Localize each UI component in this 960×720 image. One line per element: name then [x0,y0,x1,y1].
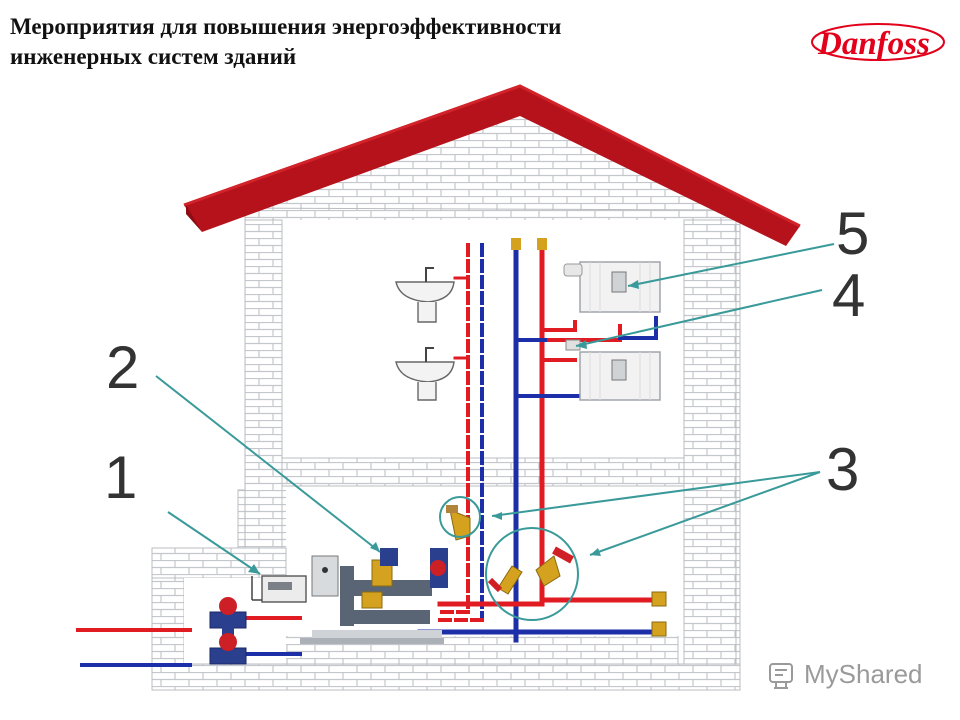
inlet-valve-group [209,597,247,665]
watermark: MyShared [766,654,923,694]
label-5: 5 [836,200,870,267]
page-title: Мероприятия для повышения энергоэффектив… [10,12,790,72]
radiator-icon [563,261,661,313]
roof [183,84,801,246]
callout-line-3b [589,471,821,556]
mouse-icon [769,663,793,689]
logo-text: Danfoss [817,26,930,62]
heat-meter-icon [251,575,307,603]
label-2: 2 [106,334,140,401]
valve-icon [446,505,471,541]
callout-line-3a [491,471,821,517]
label-4: 4 [832,262,866,329]
pump-icon [300,548,448,644]
valve-icon [651,591,667,637]
dhw-valve-highlight [439,496,481,538]
title-line-2: инженерных систем зданий [10,44,297,69]
callout-line-1 [167,511,261,575]
radiator-icon [579,351,661,401]
watermark-text: MyShared [804,658,923,689]
riser-air-vents [511,238,547,250]
title-line-1: Мероприятия для повышения энергоэффектив… [10,14,562,39]
house-walls [151,99,741,691]
supply-pipe-inlet [76,616,302,632]
danfoss-logo: Danfoss [811,23,945,62]
callout-circles [439,496,579,621]
callout-lines [155,243,835,575]
control-cabinet-icon [311,555,339,597]
label-3: 3 [826,436,860,503]
return-pipe-inlet [80,652,302,667]
heating-valves-highlight [485,527,579,621]
sink-icon [395,347,455,401]
pipes [76,243,663,667]
callout-line-5 [627,243,835,287]
sink-icon [395,267,455,323]
valve-icon [487,546,574,595]
label-1: 1 [104,444,138,511]
callout-arrowheads [248,280,639,574]
callout-line-4 [575,289,823,347]
callout-line-2 [155,375,381,553]
